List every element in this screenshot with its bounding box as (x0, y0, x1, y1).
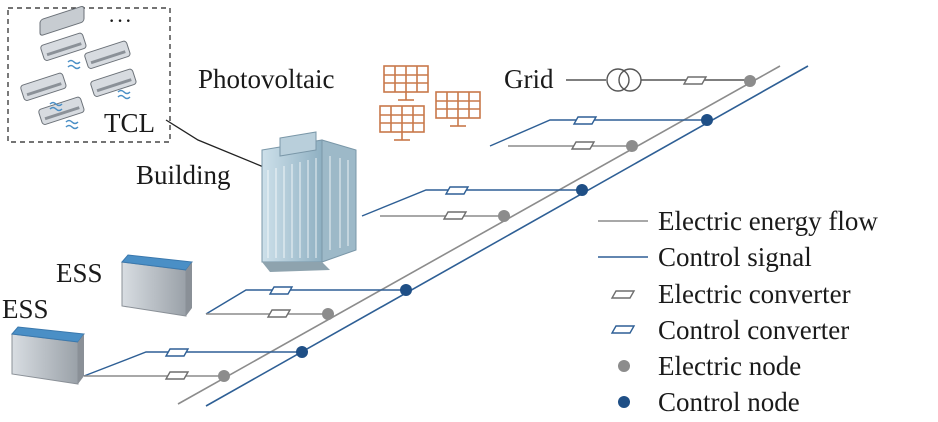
branch-ess-upper (205, 289, 406, 315)
ess-upper-label: ESS (56, 258, 103, 288)
branch-building (361, 189, 582, 217)
tcl-leader-line (165, 119, 267, 169)
control-nodes (296, 114, 713, 358)
pv-panels (379, 65, 481, 141)
ess-lower-label: ESS (2, 294, 49, 324)
ess-unit-upper (121, 254, 193, 317)
branch-pv (489, 119, 707, 147)
legend-electric-node-icon (618, 360, 630, 372)
tcl-box (7, 6, 171, 143)
legend-control-node-icon (618, 396, 630, 408)
tcl-label: TCL (104, 108, 155, 138)
ess-unit-lower (11, 326, 85, 385)
legend-electric-converter: Electric converter (658, 279, 851, 309)
legend-control-signal: Control signal (658, 242, 812, 272)
legend-control-node: Control node (658, 387, 800, 417)
tcl-ellipsis: ··· (108, 8, 133, 33)
legend-electric-energy-flow: Electric energy flow (658, 206, 878, 236)
building-image (261, 131, 357, 272)
photovoltaic-label: Photovoltaic (198, 64, 335, 94)
electric-converters (164, 76, 708, 380)
electric-nodes (218, 75, 756, 382)
ac-unit-1 (39, 6, 85, 36)
grid-label: Grid (504, 64, 554, 94)
legend-control-converter-icon (610, 325, 636, 334)
legend-electric-node: Electric node (658, 351, 802, 381)
legend-icons (598, 220, 648, 408)
legend-control-converter: Control converter (658, 315, 850, 345)
electric-main-bus (177, 65, 781, 405)
branch-ess-lower (83, 351, 302, 377)
building-label: Building (136, 160, 231, 190)
grid-transformer (566, 68, 752, 92)
legend-electric-converter-icon (610, 290, 636, 299)
control-converters (164, 116, 598, 357)
